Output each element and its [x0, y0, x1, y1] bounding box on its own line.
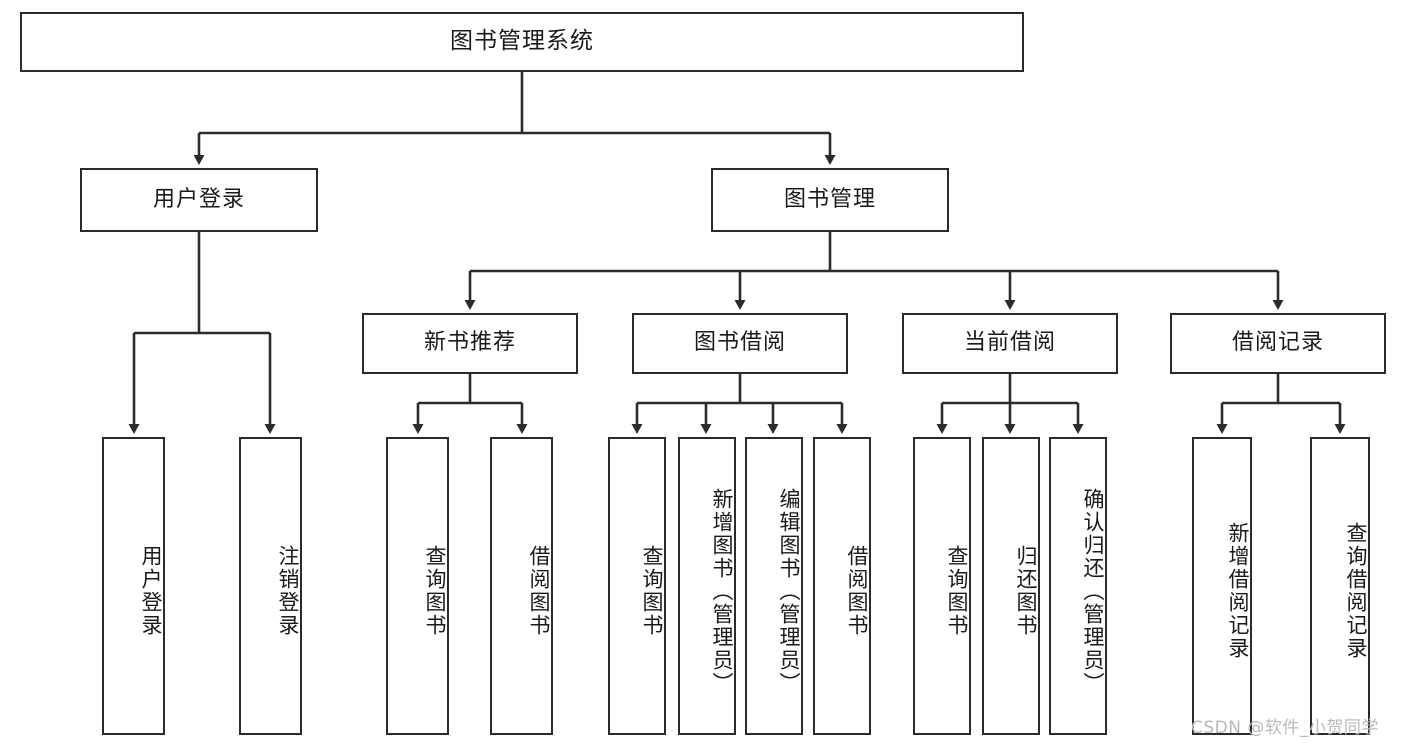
node-user-login[interactable]: 用户登录 [80, 168, 318, 232]
leaf-label: 查询图书 [423, 545, 447, 637]
node-new-book-recommend[interactable]: 新书推荐 [362, 313, 578, 374]
node-book-management[interactable]: 图书管理 [711, 168, 949, 232]
leaf-borrow-book[interactable]: 借阅图书 [813, 437, 871, 735]
leaf-user-login[interactable]: 用户登录 [102, 437, 165, 735]
csdn-watermark: CSDN @软件_小贺同学 [1191, 718, 1379, 738]
leaf-label: 查询图书 [945, 545, 969, 637]
leaf-query-borrow-record[interactable]: 查询借阅记录 [1310, 437, 1370, 735]
leaf-label: 查询借阅记录 [1344, 522, 1368, 660]
leaf-label: 归还图书 [1014, 545, 1038, 637]
leaf-confirm-return-admin[interactable]: 确认归还（管理员） [1049, 437, 1107, 735]
node-borrow-record[interactable]: 借阅记录 [1170, 313, 1386, 374]
leaf-return-book[interactable]: 归还图书 [982, 437, 1040, 735]
leaf-label: 用户登录 [139, 545, 163, 637]
leaf-label: 新增图书（管理员） [710, 487, 734, 695]
leaf-query-book-newbook[interactable]: 查询图书 [386, 437, 449, 735]
leaf-label: 借阅图书 [845, 545, 869, 637]
leaf-add-book-admin[interactable]: 新增图书（管理员） [678, 437, 736, 735]
leaf-add-borrow-record[interactable]: 新增借阅记录 [1192, 437, 1252, 735]
leaf-edit-book-admin[interactable]: 编辑图书（管理员） [745, 437, 803, 735]
node-current-borrow[interactable]: 当前借阅 [902, 313, 1118, 374]
leaf-label: 编辑图书（管理员） [777, 487, 801, 695]
node-book-borrow[interactable]: 图书借阅 [632, 313, 848, 374]
leaf-logout-login[interactable]: 注销登录 [239, 437, 302, 735]
leaf-query-book-current[interactable]: 查询图书 [913, 437, 971, 735]
leaf-query-book-borrow[interactable]: 查询图书 [608, 437, 666, 735]
leaf-label: 注销登录 [276, 545, 300, 637]
leaf-label: 借阅图书 [527, 545, 551, 637]
leaf-label: 确认归还（管理员） [1081, 487, 1105, 695]
leaf-label: 查询图书 [640, 545, 664, 637]
node-root-system[interactable]: 图书管理系统 [20, 12, 1024, 72]
leaf-label: 新增借阅记录 [1226, 522, 1250, 660]
leaf-borrow-book-newbook[interactable]: 借阅图书 [490, 437, 553, 735]
